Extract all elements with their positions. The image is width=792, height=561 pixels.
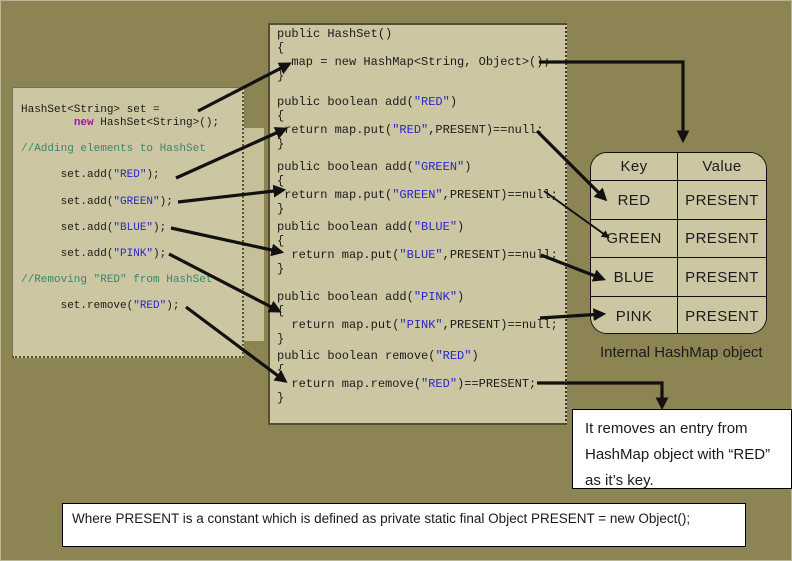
code-line: { [277,304,285,318]
code-line: set.add("PINK"); [21,248,167,261]
code-block: public boolean remove("RED"){ return map… [277,349,536,405]
table-cell: PRESENT [678,297,766,333]
present-note: Where PRESENT is a constant which is def… [62,503,746,547]
table-cell: PRESENT [678,220,766,258]
code-line: public boolean add("RED") [277,95,458,109]
code-line: { [277,363,285,377]
code-line [21,287,242,300]
code-line: { [277,109,285,123]
code-line: //Removing "RED" from HashSet [21,274,213,287]
hashset-internals-panel [268,23,567,425]
table-header-cell: Value [678,153,766,181]
table-cell: GREEN [591,220,678,258]
remove-note: It removes an entry from HashMap object … [572,409,792,489]
code-line: { [277,41,285,55]
code-line: } [277,137,285,151]
code-line: new HashSet<String>(); [73,117,220,130]
code-line: } [277,202,285,216]
code-line: } [277,391,285,405]
table-cell: PRESENT [678,258,766,297]
code-block: public boolean add("PINK"){ return map.p… [277,290,558,346]
code-line: HashSet<String> set = [21,104,160,116]
code-line: set.remove("RED"); [21,300,180,313]
code-line: public HashSet() [277,27,393,41]
code-line: public boolean remove("RED") [277,349,479,363]
code-line: return map.put("RED",PRESENT)==null; [277,123,544,137]
code-line [21,183,242,196]
code-line: set.add("BLUE"); [21,221,167,234]
code-line: return map.remove("RED")==PRESENT; [277,377,537,391]
code-block: public boolean add("BLUE"){ return map.p… [277,220,558,276]
code-line: } [277,332,285,346]
table-cell: BLUE [591,258,678,297]
code-line: set.add("RED"); [21,169,160,182]
code-line: return map.put("BLUE",PRESENT)==null; [277,248,558,262]
code-block: public boolean add("RED"){ return map.pu… [277,95,543,151]
code-line: public boolean add("PINK") [277,290,465,304]
code-block: public HashSet(){ map = new HashMap<Stri… [277,27,551,83]
code-line: public boolean add("GREEN") [277,160,472,174]
code-line: } [277,69,285,83]
code-line [21,156,242,169]
table-cell: RED [591,181,678,220]
code-line [21,130,242,143]
hashset-usage-code: HashSet<String> set = new HashSet<String… [12,87,244,358]
code-line: return map.put("PINK",PRESENT)==null; [277,318,558,332]
hashmap-table-caption: Internal HashMap object [600,344,763,361]
code-line: public boolean add("BLUE") [277,220,465,234]
code-line: return map.put("GREEN",PRESENT)==null; [277,188,558,202]
code-block: public boolean add("GREEN"){ return map.… [277,160,558,216]
code-line [21,235,242,248]
code-line: { [277,234,285,248]
code-line [21,209,242,222]
table-cell: PRESENT [678,181,766,220]
code-line: set.add("GREEN"); [21,195,173,208]
table-header-cell: Key [591,153,678,181]
code-line: } [277,262,285,276]
table-cell: PINK [591,297,678,333]
code-line [21,261,242,274]
code-line: //Adding elements to HashSet [21,143,206,156]
code-line: { [277,174,285,188]
code-line: map = new HashMap<String, Object>(); [277,55,551,69]
